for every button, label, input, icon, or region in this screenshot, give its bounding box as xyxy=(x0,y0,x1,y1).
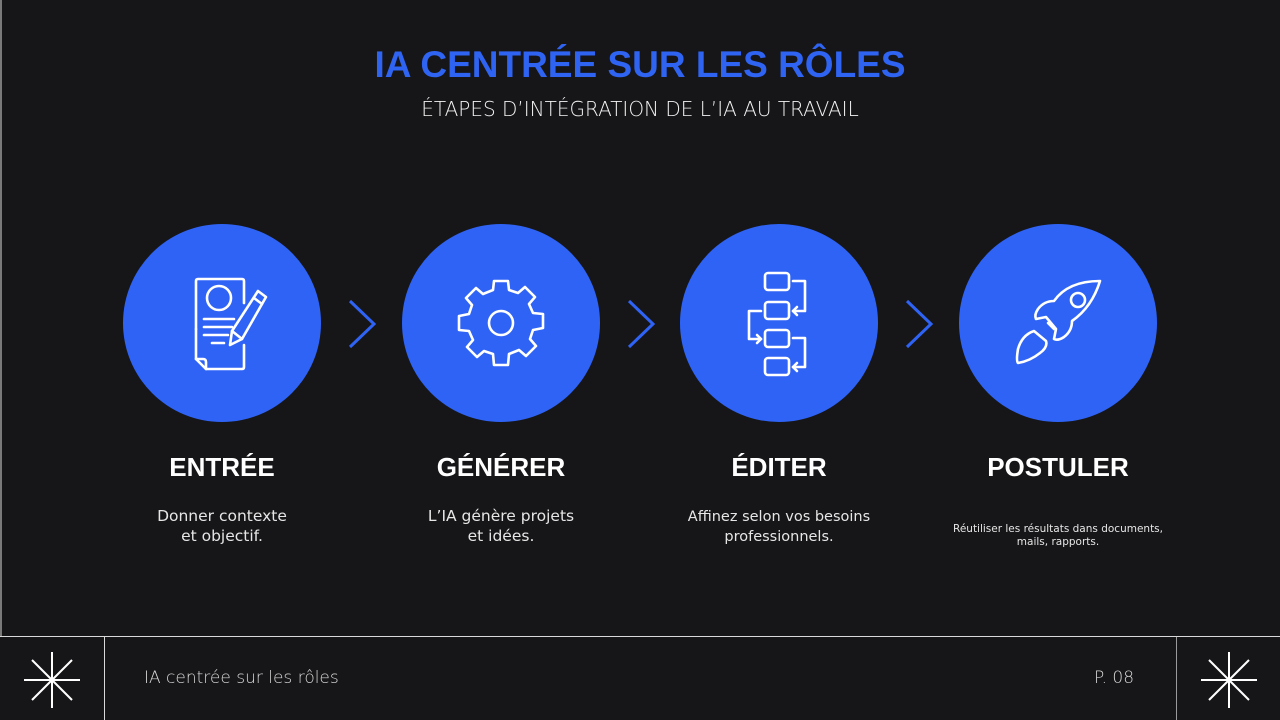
step-description-line: Donner contexte xyxy=(157,507,287,525)
step-circle xyxy=(402,224,600,422)
footer-vertical-divider xyxy=(104,637,105,720)
step-title: GÉNÉRER xyxy=(436,452,566,482)
left-edge-bar xyxy=(0,0,2,636)
step-description: Affinez selon vos besoins professionnels… xyxy=(649,507,909,547)
step-description-line: professionnels. xyxy=(724,529,834,545)
slide-title: IA CENTRÉE SUR LES RÔLES xyxy=(374,44,906,85)
step-description: L’IA génère projets et idées. xyxy=(371,506,631,546)
step-description-line: et idées. xyxy=(467,527,535,545)
step-description: Réutiliser les résultats dans documents,… xyxy=(928,523,1188,549)
asterisk-icon xyxy=(1201,652,1257,708)
footer-label: IA centrée sur les rôles xyxy=(144,668,339,688)
step-circle xyxy=(680,224,878,422)
step-circle xyxy=(123,224,321,422)
chevron-right-icon xyxy=(348,299,377,349)
step-description-line: L’IA génère projets xyxy=(427,507,575,525)
gear-icon xyxy=(457,279,545,367)
footer-vertical-divider xyxy=(1176,637,1177,720)
step-description-line: mails, rapports. xyxy=(1016,536,1100,548)
slide-subtitle: ÉTAPES D’INTÉGRATION DE L’IA AU TRAVAIL xyxy=(421,97,859,121)
page-number: P. 08 xyxy=(1094,668,1135,688)
step-title: ÉDITER xyxy=(731,452,827,482)
step-title: POSTULER xyxy=(987,452,1129,482)
chevron-right-icon xyxy=(905,299,934,349)
step-title: ENTRÉE xyxy=(169,452,275,482)
rocket-icon xyxy=(1015,279,1102,365)
flowchart-icon xyxy=(747,271,807,377)
document-edit-icon xyxy=(194,277,268,371)
step-description-line: Affinez selon vos besoins xyxy=(687,509,871,525)
footer-divider xyxy=(0,636,1280,637)
step-circle xyxy=(959,224,1157,422)
chevron-right-icon xyxy=(627,299,656,349)
step-description-line: et objectif. xyxy=(181,527,263,545)
step-description: Donner contexte et objectif. xyxy=(92,506,352,546)
asterisk-icon xyxy=(24,652,80,708)
step-description-line: Réutiliser les résultats dans documents, xyxy=(953,523,1163,535)
